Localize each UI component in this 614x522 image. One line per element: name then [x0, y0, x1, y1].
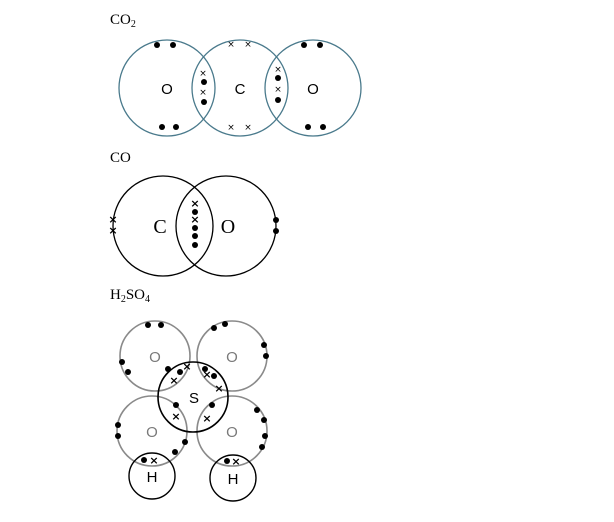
co-title: CO: [110, 150, 131, 166]
h2so4-atom-o3: O: [146, 424, 158, 441]
co-oxygen-shell: [175, 175, 277, 277]
h2so4-atom-o1: O: [149, 349, 161, 366]
svg-text:×: ×: [274, 85, 282, 95]
h2so4-oxygen-electrons: [115, 321, 269, 464]
svg-text:×: ×: [244, 123, 252, 133]
svg-text:×: ×: [169, 374, 178, 387]
svg-text:×: ×: [227, 40, 235, 50]
h2so4-atom-o2: O: [226, 349, 238, 366]
co2-atom-c: C: [235, 81, 246, 98]
h2so4-atom-s: S: [189, 390, 199, 407]
h2so4-h2-shell: [209, 454, 257, 502]
svg-text:×: ×: [190, 213, 199, 226]
co-shared-electrons: × ×: [190, 197, 200, 248]
svg-text:×: ×: [202, 368, 211, 381]
svg-text:×: ×: [108, 213, 117, 226]
co2-carbon-shell: [191, 39, 289, 137]
co2-atom-o-left: O: [161, 81, 173, 98]
co2-diagram: CO2 O C O ×× ×× ×× ×× CO C O: [108, 12, 362, 502]
svg-text:×: ×: [182, 360, 191, 373]
h2so4-title: H2SO4: [110, 287, 150, 305]
h2so4-sulfur-shell: [157, 361, 229, 433]
co2-o-left-electrons: [154, 42, 207, 130]
svg-text:×: ×: [227, 123, 235, 133]
svg-text:×: ×: [190, 197, 199, 210]
co2-title: CO2: [110, 12, 136, 30]
svg-text:×: ×: [274, 65, 282, 75]
h2so4-atom-o4: O: [226, 424, 238, 441]
svg-text:×: ×: [199, 69, 207, 79]
svg-text:×: ×: [171, 410, 180, 423]
h2so4-sulfur-electrons: × × × × × × × ×: [149, 360, 240, 468]
svg-text:×: ×: [214, 382, 223, 395]
co2-carbon-electrons: × × × × × × × ×: [199, 40, 282, 133]
h2so4-atom-h1: H: [147, 469, 158, 486]
svg-text:×: ×: [149, 454, 158, 467]
svg-text:×: ×: [202, 412, 211, 425]
co-oxygen-lone-electrons: [273, 217, 279, 234]
h2so4-atom-h2: H: [228, 471, 239, 488]
h2so4-o1-shell: [119, 320, 191, 392]
co-atom-c: C: [153, 216, 166, 238]
svg-text:×: ×: [108, 224, 117, 237]
co2-oxygen-right-shell: [264, 39, 362, 137]
svg-text:×: ×: [244, 40, 252, 50]
co-carbon-shell: [112, 175, 214, 277]
svg-text:×: ×: [231, 455, 240, 468]
h2so4-h1-shell: [128, 452, 176, 500]
co2-atom-o-right: O: [307, 81, 319, 98]
co-carbon-lone-electrons: ××: [108, 213, 117, 237]
co2-oxygen-left-shell: [118, 39, 216, 137]
svg-text:×: ×: [199, 88, 207, 98]
co-atom-o: O: [221, 216, 235, 238]
co2-o-right-electrons: [275, 42, 326, 130]
